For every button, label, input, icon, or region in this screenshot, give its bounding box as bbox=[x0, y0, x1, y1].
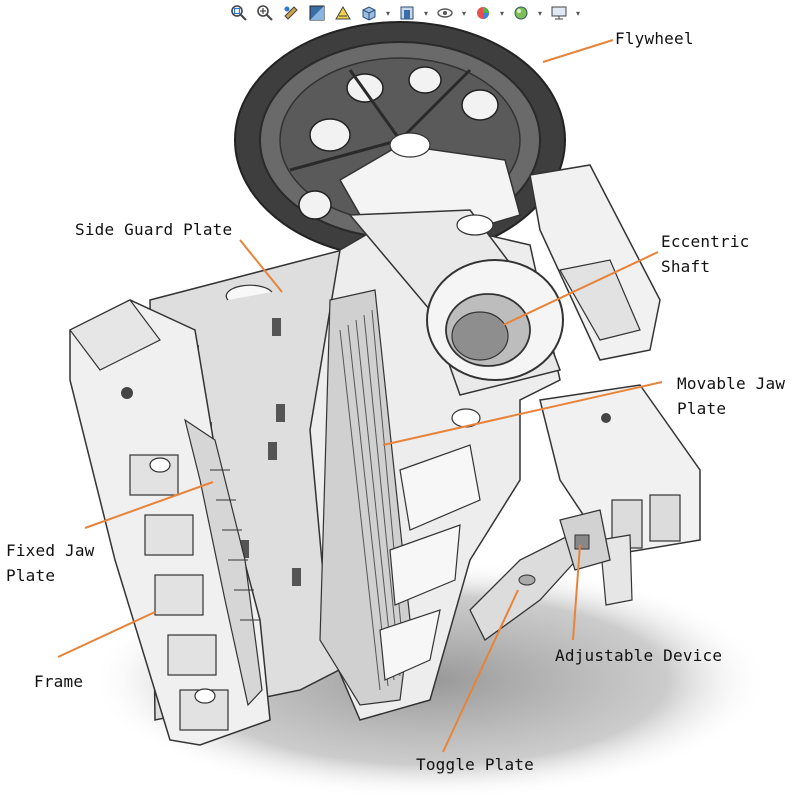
fixed-jaw-plate-label-line1: Fixed Jaw bbox=[6, 541, 95, 560]
zoom-to-fit-icon[interactable] bbox=[228, 2, 250, 24]
frame-label: Frame bbox=[34, 672, 84, 691]
flywheel-label: Flywheel bbox=[615, 29, 694, 48]
frame-right-block bbox=[529, 164, 701, 606]
display-style-caret-icon[interactable]: ▾ bbox=[423, 8, 428, 18]
view-orientation-caret-icon[interactable]: ▾ bbox=[385, 8, 390, 18]
hide-show-caret-icon[interactable]: ▾ bbox=[461, 8, 466, 18]
adjustable-device-part bbox=[559, 509, 611, 571]
eccentric-shaft-part bbox=[338, 132, 564, 396]
hide-show-items-icon[interactable] bbox=[434, 2, 456, 24]
leader-side-guard-plate bbox=[239, 239, 283, 293]
leader-fixed-jaw-plate bbox=[84, 481, 214, 529]
fixed-jaw-plate-part bbox=[184, 418, 263, 707]
zoom-area-icon[interactable] bbox=[254, 2, 276, 24]
leader-flywheel bbox=[542, 39, 614, 63]
apply-scene-caret-icon[interactable]: ▾ bbox=[537, 8, 542, 18]
view-settings-caret-icon[interactable]: ▾ bbox=[575, 8, 580, 18]
toggle-plate-label: Toggle Plate bbox=[416, 755, 534, 774]
frame-left-part bbox=[69, 299, 271, 746]
view-toolbar: ▾ ▾ ▾ ▾ ▾ ▾ bbox=[228, 0, 582, 26]
side-guard-plate-label: Side Guard Plate bbox=[75, 220, 233, 239]
adjustable-device-label: Adjustable Device bbox=[555, 646, 723, 665]
dynamic-annotation-icon[interactable] bbox=[332, 2, 354, 24]
movable-jaw-plate-label-line2: Plate bbox=[677, 399, 727, 418]
leader-lines bbox=[57, 39, 663, 753]
edit-appearance-icon[interactable] bbox=[472, 2, 494, 24]
eccentric-shaft-label-line2: Shaft bbox=[661, 257, 711, 276]
apply-scene-icon[interactable] bbox=[510, 2, 532, 24]
display-style-icon[interactable] bbox=[396, 2, 418, 24]
leader-movable-jaw-plate bbox=[382, 381, 663, 446]
edit-appearance-caret-icon[interactable]: ▾ bbox=[499, 8, 504, 18]
previous-view-icon[interactable] bbox=[280, 2, 302, 24]
view-settings-icon[interactable] bbox=[548, 2, 570, 24]
movable-jaw-plate-label-line1: Movable Jaw bbox=[677, 374, 786, 393]
leader-toggle-plate bbox=[442, 589, 519, 753]
section-view-icon[interactable] bbox=[306, 2, 328, 24]
view-orientation-icon[interactable] bbox=[358, 2, 380, 24]
fixed-jaw-plate-label-line2: Plate bbox=[6, 566, 56, 585]
leader-frame bbox=[57, 611, 156, 658]
leader-eccentric-shaft bbox=[502, 251, 659, 326]
leader-adjustable-device bbox=[572, 544, 581, 641]
eccentric-shaft-label-line1: Eccentric bbox=[661, 232, 750, 251]
